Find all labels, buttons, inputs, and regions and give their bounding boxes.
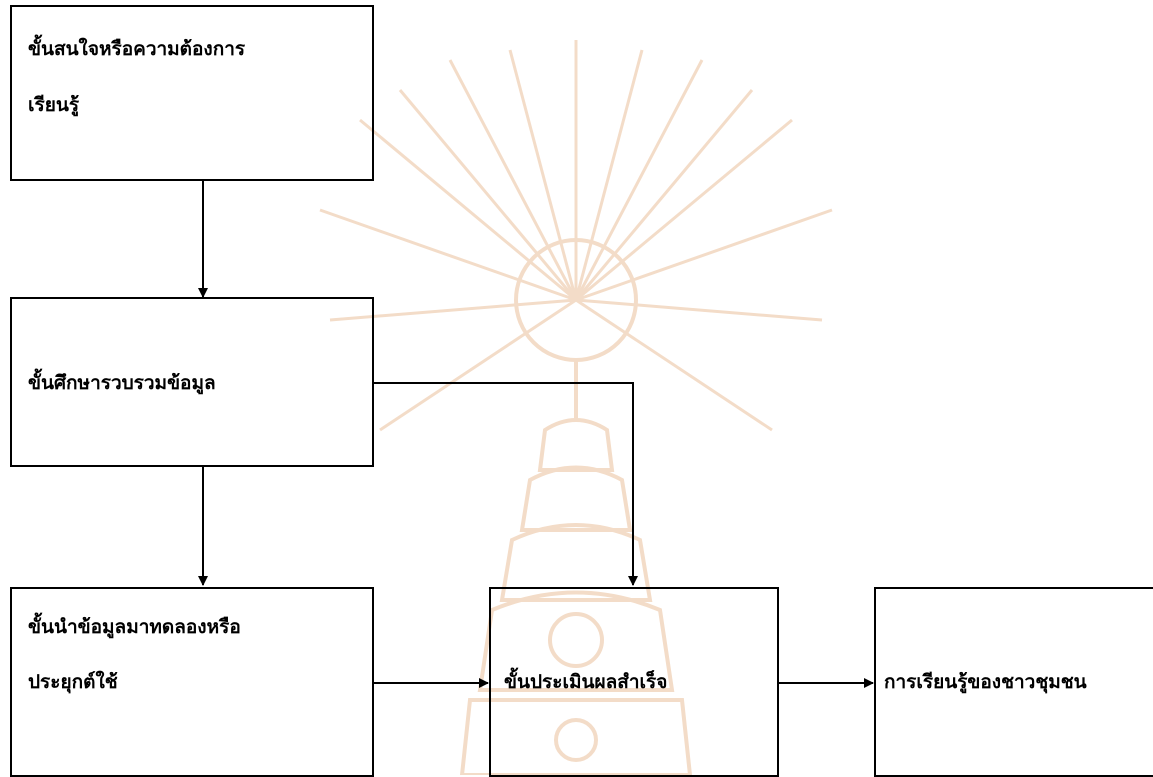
node-apply-label-line2: ประยุกต์ใช้ <box>28 671 118 693</box>
node-study-label: ขั้นศึกษารวบรวมข้อมูล <box>28 372 216 394</box>
node-outcome-label: การเรียนรู้ของชาวชุมชน <box>884 671 1087 693</box>
node-interest-label-line1: ขั้นสนใจหรือความต้องการ <box>28 38 246 60</box>
node-apply-label-line1: ขั้นนำข้อมูลมาทดลองหรือ <box>28 616 241 638</box>
arrow-study-to-evaluate <box>372 382 638 586</box>
node-interest-label-line2: เรียนรู้ <box>28 94 80 116</box>
node-study <box>10 297 374 467</box>
node-evaluate-label: ขั้นประเมินผลสำเร็จ <box>504 671 668 693</box>
node-interest <box>10 5 374 181</box>
